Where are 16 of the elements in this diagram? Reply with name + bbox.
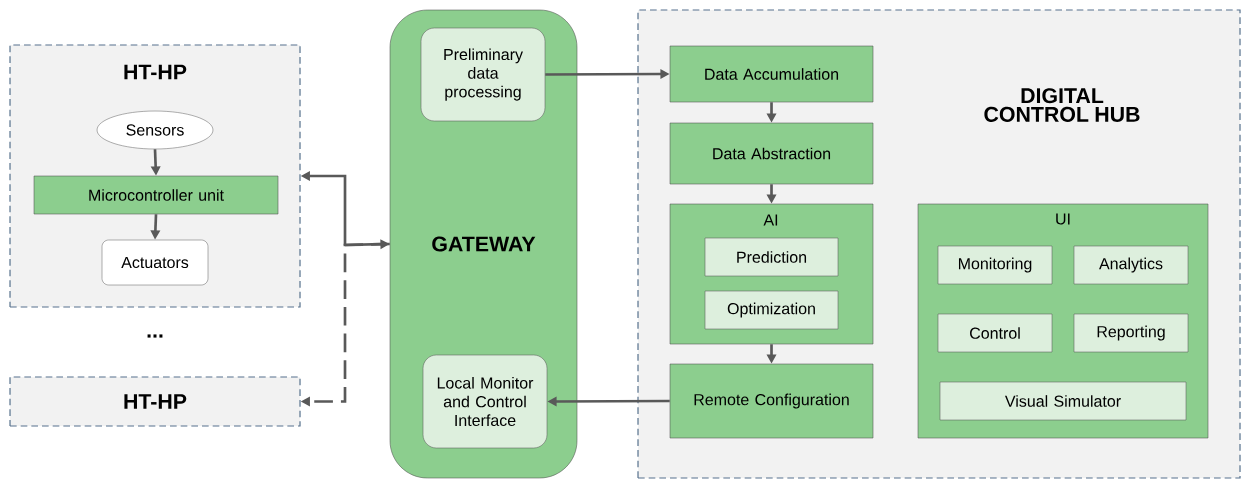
process-box: Preliminary data processing xyxy=(420,27,546,122)
process-box: Data Abstraction xyxy=(669,122,874,185)
function-box: Control xyxy=(937,313,1053,353)
function-box: Monitoring xyxy=(937,245,1053,285)
device-group-box: HT-HP xyxy=(9,376,301,427)
function-box: Prediction xyxy=(704,237,839,277)
process-box: Remote Configuration xyxy=(669,363,874,439)
ellipsis-text: ... xyxy=(147,334,163,338)
function-box: Visual Simulator xyxy=(939,381,1187,421)
process-box: Local Monitor and Control Interface xyxy=(422,354,548,449)
function-box: Optimization xyxy=(704,290,839,330)
process-box: Data Accumulation xyxy=(669,45,874,103)
process-box: Microcontroller unit xyxy=(33,175,279,215)
function-box: Reporting xyxy=(1073,313,1189,353)
function-box: Analytics xyxy=(1073,245,1189,285)
process-box: Actuators xyxy=(101,239,209,286)
